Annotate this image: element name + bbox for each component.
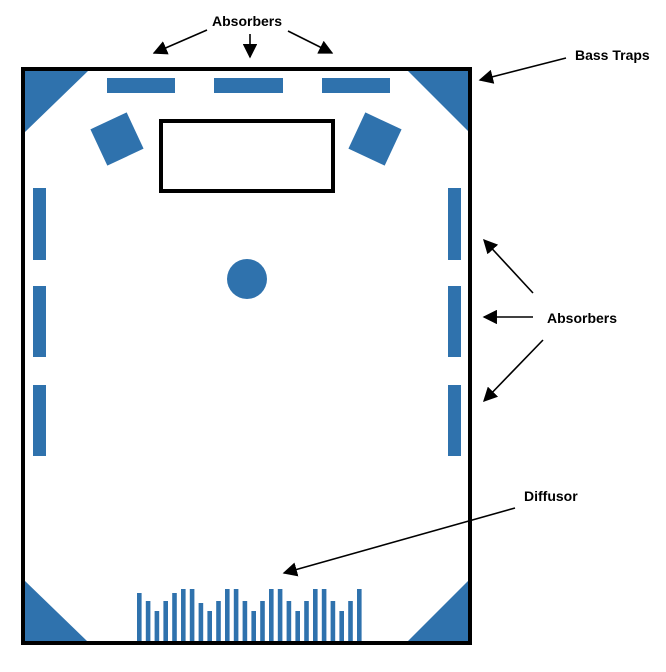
diffusor-slat <box>172 593 177 641</box>
diffusor-slat <box>198 603 204 641</box>
diffusor-slat <box>313 589 318 641</box>
diffusor-slat <box>348 601 353 641</box>
right-absorber-3 <box>448 385 461 456</box>
diffusor <box>137 589 362 641</box>
desk <box>159 119 335 193</box>
diffusor-slat <box>330 601 336 641</box>
diffusor-slat <box>163 601 168 641</box>
diffusor-slat <box>295 611 300 641</box>
arrow-absorber-right-lower <box>482 339 544 403</box>
label-absorbers-top: Absorbers <box>212 13 282 29</box>
left-absorber-2 <box>33 286 46 357</box>
bass-traps <box>25 71 468 641</box>
arrow-absorber-right-upper <box>483 238 534 294</box>
diffusor-slat <box>242 601 248 641</box>
diffusor-slat <box>304 601 309 641</box>
diffusor-slat <box>145 601 151 641</box>
label-bass-traps: Bass Traps <box>575 47 650 63</box>
diffusor-slat <box>269 589 274 641</box>
bass-trap-bottom-left <box>25 581 87 641</box>
bass-trap-top-right <box>408 71 468 131</box>
diffusor-slat <box>207 611 212 641</box>
top-absorbers <box>107 78 390 93</box>
bass-trap-top-left <box>25 71 88 132</box>
diffusor-slat <box>137 593 142 641</box>
diffusor-slat <box>189 589 195 641</box>
left-absorber-3 <box>33 385 46 456</box>
speaker-right <box>348 112 402 166</box>
diffusor-slat <box>339 611 344 641</box>
diffusor-slat <box>233 589 239 641</box>
left-absorber-1 <box>33 188 46 260</box>
arrow-diffusor <box>282 507 516 577</box>
diffusor-slat <box>260 601 265 641</box>
arrow-absorber-top-left <box>152 29 208 55</box>
diffusor-slat <box>154 611 160 641</box>
right-absorber-1 <box>448 188 461 260</box>
arrows <box>152 29 567 577</box>
bass-trap-bottom-right <box>408 581 468 641</box>
top-absorber-right <box>322 78 390 93</box>
label-diffusor: Diffusor <box>524 488 578 504</box>
diffusor-slat <box>216 601 221 641</box>
speakers <box>90 112 402 166</box>
arrow-bass-traps <box>478 57 567 84</box>
side-absorbers <box>33 188 461 456</box>
top-absorber-left <box>107 78 175 93</box>
speaker-left <box>90 112 144 166</box>
diffusor-slat <box>225 589 230 641</box>
right-absorber-2 <box>448 286 461 357</box>
arrow-absorber-top-right <box>287 30 334 54</box>
label-absorbers-right: Absorbers <box>547 310 617 326</box>
diffusor-slat <box>181 589 186 641</box>
listener-position <box>227 259 267 299</box>
diffusor-slat <box>286 601 292 641</box>
top-absorber-center <box>214 78 283 93</box>
diffusor-slat <box>251 611 256 641</box>
diffusor-slat <box>321 589 327 641</box>
diffusor-slat <box>357 589 362 641</box>
diffusor-slat <box>277 589 283 641</box>
